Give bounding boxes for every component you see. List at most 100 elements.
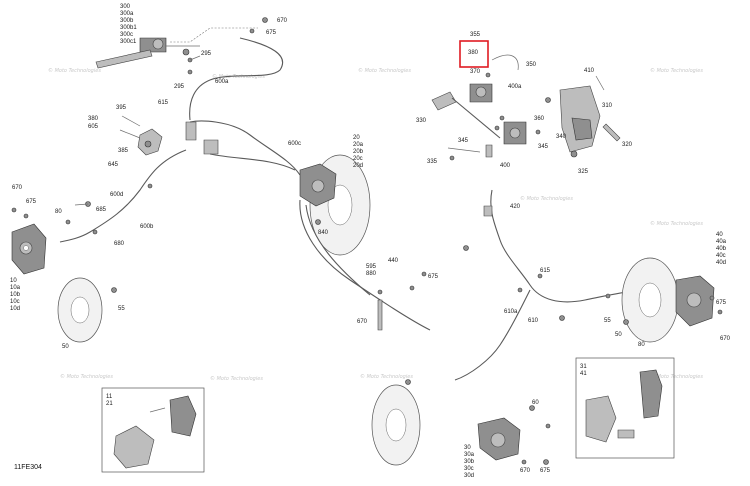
reservoir-cap: [152, 38, 164, 50]
pads-box-left: [101, 387, 205, 473]
callout-20a: 20a: [353, 142, 364, 148]
callout-645: 645: [108, 162, 119, 168]
callout-50: 50: [62, 344, 69, 350]
callout-610a: 610a: [504, 309, 518, 315]
callout-615: 615: [540, 268, 551, 274]
callout-380: 380: [468, 50, 479, 56]
callout-385: 385: [118, 148, 129, 154]
callout-310: 310: [602, 103, 613, 109]
brake-line-600b: [59, 149, 187, 243]
callout-670: 670: [520, 468, 531, 474]
callout-300a: 300a: [120, 11, 134, 17]
svg-text:© Moto Technologies: © Moto Technologies: [360, 373, 413, 380]
callout-41: 41: [580, 371, 587, 377]
callout-670: 670: [12, 185, 23, 191]
callout-300b1: 300b1: [120, 25, 137, 31]
svg-text:© Moto Technologies: © Moto Technologies: [650, 220, 703, 227]
callout-420: 420: [510, 204, 521, 210]
callout-600d: 600d: [110, 192, 123, 198]
svg-text:© Moto Technologies: © Moto Technologies: [60, 373, 113, 380]
fitting-670: [262, 17, 268, 23]
bolt-320: [602, 123, 621, 142]
callout-675: 675: [428, 274, 439, 280]
callout-10: 10: [10, 278, 17, 284]
svg-text:© Moto Technologies: © Moto Technologies: [210, 375, 263, 382]
pedal-330: [431, 91, 457, 111]
callout-40b: 40b: [716, 246, 727, 252]
abs-sensor-block: [203, 139, 219, 155]
banjo-bolt: [182, 48, 190, 56]
callout-295: 295: [201, 51, 212, 57]
callout-350: 350: [526, 62, 537, 68]
callout-360: 360: [534, 116, 545, 122]
brake-pedal-group: [431, 54, 621, 161]
callout-670: 670: [277, 18, 288, 24]
front-left-disc: [57, 277, 117, 343]
fitting-675: [249, 28, 255, 34]
callout-440: 440: [388, 258, 399, 264]
callout-30c: 30c: [464, 466, 474, 472]
callout-670: 670: [357, 319, 368, 325]
callout-345: 345: [458, 138, 469, 144]
callout-30: 30: [464, 445, 471, 451]
svg-text:© Moto Technologies: © Moto Technologies: [48, 67, 101, 74]
brake-line-600c: [189, 120, 301, 176]
callout-31: 31: [580, 364, 587, 370]
svg-text:© Moto Technologies: © Moto Technologies: [650, 67, 703, 74]
callout-600a: 600a: [215, 79, 229, 85]
svg-text:© Moto Technologies: © Moto Technologies: [520, 195, 573, 202]
callout-400a: 400a: [508, 84, 522, 90]
front-left-caliper: [11, 207, 47, 275]
callout-50: 50: [615, 332, 622, 338]
callout-40c: 40c: [716, 253, 726, 259]
brake-pad-right: [169, 395, 197, 437]
callout-320: 320: [622, 142, 633, 148]
brake-pad-rear-right: [639, 369, 663, 419]
callout-880: 880: [366, 271, 377, 277]
brake-hose-600a: [189, 37, 283, 121]
junction-block: [185, 121, 197, 141]
callout-20d: 20d: [353, 163, 363, 169]
diagram-reference-code: 11FE304: [14, 464, 42, 471]
callout-685: 685: [96, 207, 107, 213]
callout-605: 605: [88, 124, 99, 130]
callout-20c: 20c: [353, 156, 363, 162]
callout-335: 335: [427, 159, 438, 165]
bracket-340: [571, 117, 593, 141]
callout-20: 20: [353, 135, 360, 141]
callout-600c: 600c: [288, 141, 301, 147]
front-right-disc-group: [299, 154, 431, 331]
callout-10c: 10c: [10, 299, 20, 305]
bleeder-670: [377, 299, 383, 331]
callout-345: 345: [538, 144, 549, 150]
callout-610: 610: [528, 318, 539, 324]
callout-300c: 300c: [120, 32, 133, 38]
callout-80: 80: [638, 342, 645, 348]
callout-670: 670: [720, 336, 731, 342]
callout-10b: 10b: [10, 292, 21, 298]
callout-680: 680: [114, 241, 125, 247]
svg-text:© Moto Technologies: © Moto Technologies: [650, 373, 703, 380]
callout-840: 840: [318, 230, 329, 236]
callout-295: 295: [174, 84, 185, 90]
callout-675: 675: [540, 468, 551, 474]
callout-325: 325: [578, 169, 589, 175]
callout-80: 80: [55, 209, 62, 215]
callout-600b: 600b: [140, 224, 154, 230]
rear-lines-group: [454, 189, 656, 381]
pads-box-right: [575, 357, 675, 459]
callout-410: 410: [584, 68, 595, 74]
callout-55: 55: [118, 306, 125, 312]
brake-pad-rear-left: [585, 395, 617, 443]
callout-21: 21: [106, 401, 113, 407]
brake-line-center: [299, 199, 431, 331]
callout-400: 400: [500, 163, 511, 169]
callout-30b: 30b: [464, 459, 475, 465]
callout-11: 11: [106, 394, 113, 400]
pad-kit-box-31: [575, 357, 675, 459]
callout-10a: 10a: [10, 285, 21, 291]
callout-380: 380: [88, 116, 99, 122]
fitting-420: [483, 205, 493, 217]
callout-675: 675: [716, 300, 727, 306]
callout-370: 370: [470, 69, 481, 75]
